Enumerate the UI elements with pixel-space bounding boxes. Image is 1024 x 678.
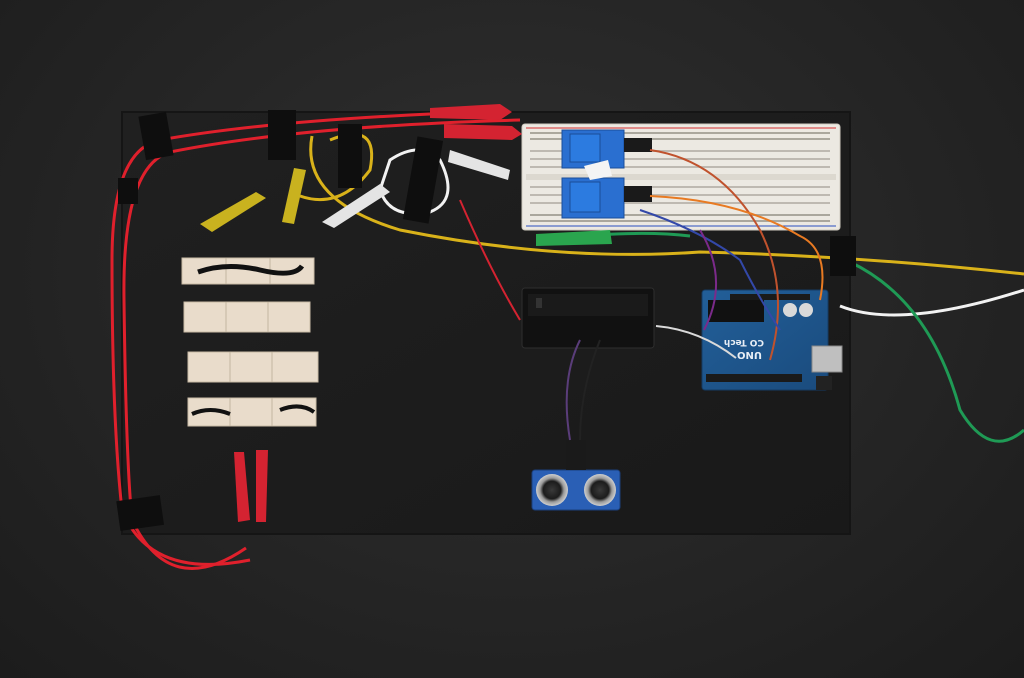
clip-red-top-1: [430, 104, 512, 120]
wire-signal-bundle: [459, 149, 824, 441]
tape-pieces: [116, 110, 856, 531]
clip-yellow-2: [282, 168, 306, 224]
paper-strip-row-4: [187, 397, 317, 427]
clip-green: [536, 230, 612, 246]
relay-module-top: [561, 129, 652, 169]
paper-strip-row-1: [181, 257, 315, 285]
clip-white-2: [448, 150, 510, 180]
relay-module-bottom: [561, 160, 652, 219]
arduino-board: UNO CO Tech: [701, 289, 843, 391]
battery-holder: [521, 287, 655, 349]
wire-red-loop: [110, 112, 521, 570]
clip-red-bottom-2: [256, 450, 268, 522]
clip-yellow-1: [200, 192, 266, 232]
paper-strip-row-3: [187, 351, 319, 383]
arduino-brand-text: CO Tech: [724, 337, 764, 347]
arduino-logo-text: UNO: [737, 349, 762, 360]
paper-strip-row-2: [183, 301, 311, 333]
clip-red-top-2: [444, 124, 522, 140]
clip-red-bottom-1: [234, 452, 250, 522]
clip-white-1: [322, 184, 390, 228]
ultrasonic-sensor: [531, 440, 621, 511]
